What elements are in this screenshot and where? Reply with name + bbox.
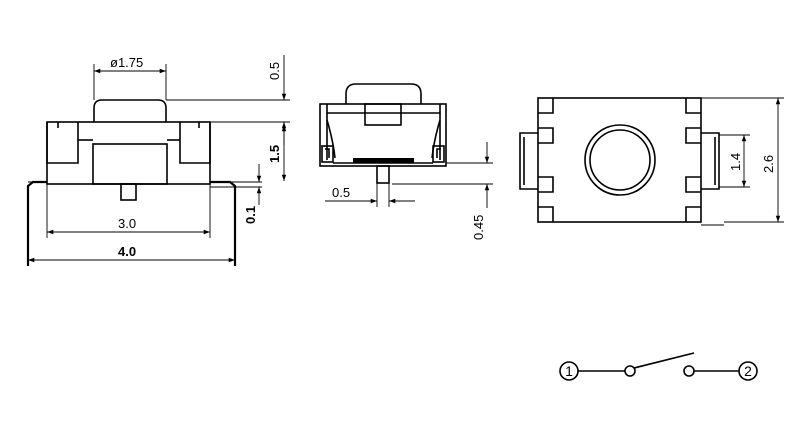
center-pin xyxy=(120,183,137,201)
left-terminal xyxy=(519,132,538,190)
front-cap xyxy=(345,83,422,104)
dim-body-width-label: 3.0 xyxy=(118,216,136,231)
front-pin xyxy=(376,165,390,184)
dim-cap-height-label: 0.5 xyxy=(267,62,282,80)
dim-total-width-label: 4.0 xyxy=(118,244,136,259)
left-leg xyxy=(46,122,79,164)
right-lead xyxy=(210,180,237,266)
side-view: ø1.75 0.5 1.5 0.1 3.0 4.0 xyxy=(26,55,290,266)
housing xyxy=(46,121,211,185)
top-body xyxy=(537,97,702,223)
dim-total-height-label: 2.6 xyxy=(761,155,776,173)
left-lead xyxy=(26,180,47,266)
dim-body-height-label: 1.5 xyxy=(267,145,282,163)
dim-pin-height-label: 0.45 xyxy=(471,215,486,240)
plunger-body xyxy=(92,143,168,185)
contact-left xyxy=(624,365,636,377)
right-leg xyxy=(179,122,211,164)
dim-diameter-label: ø1.75 xyxy=(110,55,143,70)
dim-pin-width-label: 0.5 xyxy=(332,185,350,200)
dim-terminal-width-label: 1.4 xyxy=(728,153,743,171)
right-terminal xyxy=(701,132,720,190)
terminal-2-label: 2 xyxy=(744,363,752,379)
dim-offset-label: 0.1 xyxy=(243,206,258,224)
switch-lever xyxy=(633,352,695,369)
plunger-cap xyxy=(93,99,167,122)
contact-right xyxy=(683,365,695,377)
top-view: 1.4 2.6 xyxy=(519,97,784,226)
round-actuator xyxy=(584,124,656,196)
round-actuator-inner xyxy=(589,129,651,191)
terminal-2-circle xyxy=(738,361,758,381)
switch-schematic: 1 2 xyxy=(559,352,758,381)
terminal-1-label: 1 xyxy=(565,363,573,379)
front-view: 0.45 0.5 xyxy=(319,83,493,240)
